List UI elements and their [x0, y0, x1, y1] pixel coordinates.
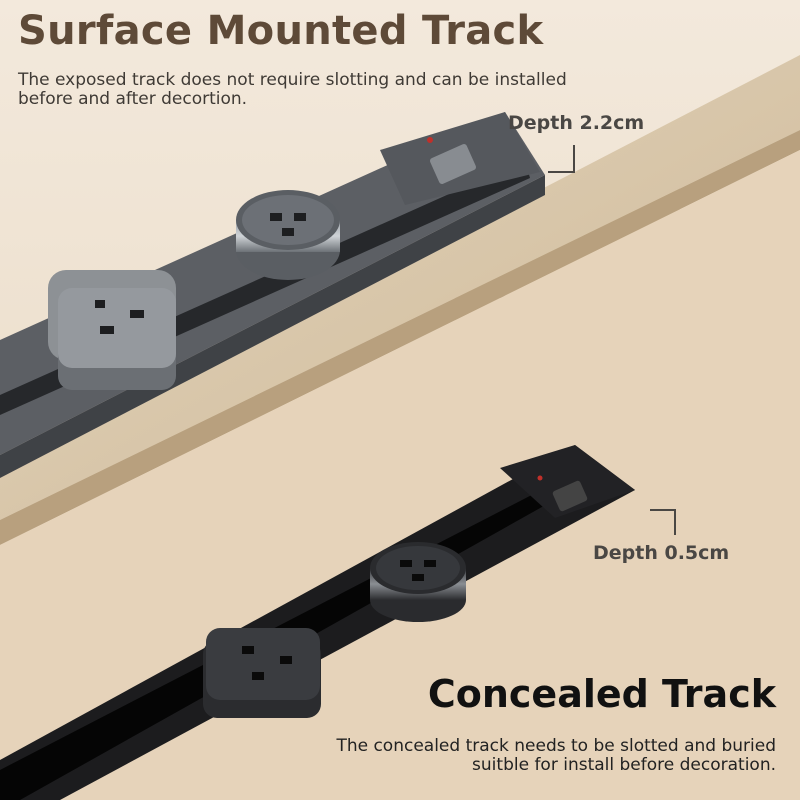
depth-bracket-icon [548, 145, 575, 173]
universal-socket-icon-concealed [370, 542, 466, 622]
surface-track-description: The exposed track does not require slott… [18, 70, 567, 109]
desk-top [0, 55, 800, 520]
surface-depth-label: Depth 2.2cm [508, 112, 645, 134]
desk-edge [0, 130, 800, 545]
concealed-depth-label: Depth 0.5cm [593, 542, 730, 564]
uk-socket-icon [48, 270, 176, 390]
universal-socket-icon [236, 190, 340, 280]
power-switch-icon [429, 144, 477, 184]
depth-bracket-icon-2 [650, 509, 676, 535]
concealed-track-description: The concealed track needs to be slotted … [336, 736, 776, 775]
concealed-track-title: Concealed Track [427, 672, 776, 716]
power-switch-icon-concealed [552, 480, 588, 512]
indicator-light [427, 137, 433, 143]
floor-surface [0, 150, 800, 800]
uk-socket-icon-concealed [203, 628, 321, 718]
indicator-light-concealed [537, 475, 543, 481]
surface-track-title: Surface Mounted Track [18, 8, 544, 54]
